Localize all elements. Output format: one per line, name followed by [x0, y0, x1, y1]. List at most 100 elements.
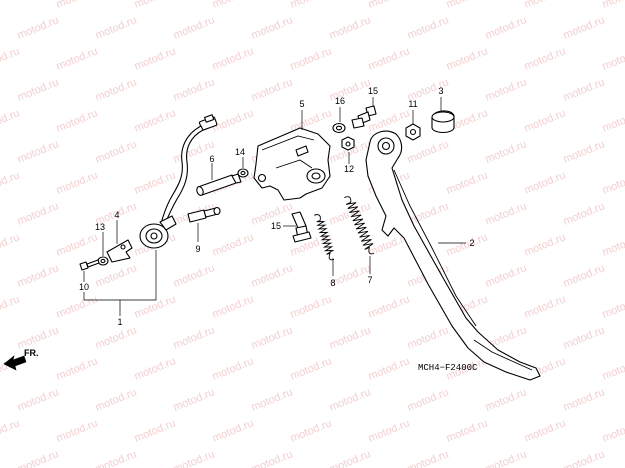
watermark-text: motod.ru	[250, 262, 295, 289]
watermark-text: motod.ru	[601, 231, 625, 258]
watermark-text: motod.ru	[250, 448, 295, 468]
watermark-text: motod.ru	[0, 45, 21, 72]
watermark-text: motod.ru	[16, 14, 61, 41]
watermark-text: motod.ru	[133, 355, 178, 382]
watermark-text: motod.ru	[211, 0, 256, 11]
watermark-text: motod.ru	[133, 293, 178, 320]
watermark-text: motod.ru	[367, 0, 412, 11]
watermark-text: motod.ru	[55, 107, 100, 134]
watermark-text: motod.ru	[94, 324, 139, 351]
watermark-text: motod.ru	[328, 448, 373, 468]
watermark-text: motod.ru	[55, 417, 100, 444]
callout-8: 8	[330, 278, 335, 288]
watermark-text: motod.ru	[484, 76, 529, 103]
watermark-text: motod.ru	[601, 107, 625, 134]
watermark-text: motod.ru	[55, 293, 100, 320]
watermark-text: motod.ru	[562, 262, 607, 289]
watermark-text: motod.ru	[562, 14, 607, 41]
watermark-text: motod.ru	[0, 0, 21, 11]
callout-15-bottom: 15	[271, 221, 281, 231]
watermark-text: motod.ru	[172, 448, 217, 468]
callout-4: 4	[114, 210, 119, 220]
watermark-text: motod.ru	[172, 262, 217, 289]
watermark-text: motod.ru	[328, 14, 373, 41]
watermark-text: motod.ru	[94, 76, 139, 103]
watermark-text: motod.ru	[562, 76, 607, 103]
watermark-text: motod.ru	[328, 200, 373, 227]
callout-16: 16	[335, 96, 345, 106]
watermark-text: motod.ru	[55, 169, 100, 196]
watermark-text: motod.ru	[367, 417, 412, 444]
watermark-text: motod.ru	[289, 417, 334, 444]
callout-11: 11	[408, 99, 417, 109]
watermark-text: motod.ru	[133, 169, 178, 196]
side-stand-bracket-5	[253, 127, 331, 201]
watermark-text: motod.ru	[484, 200, 529, 227]
callout-2: 2	[469, 238, 474, 248]
leader-lines	[83, 97, 466, 316]
watermark-text: motod.ru	[133, 0, 178, 11]
watermark-text: motod.ru	[211, 293, 256, 320]
watermark-text: motod.ru	[484, 448, 529, 468]
watermark-text: motod.ru	[94, 14, 139, 41]
watermark-text: motod.ru	[289, 355, 334, 382]
watermark-text: motod.ru	[484, 138, 529, 165]
watermark-text: motod.ru	[289, 45, 334, 72]
callout-9: 9	[195, 244, 200, 254]
watermark-text: motod.ru	[211, 45, 256, 72]
watermark-text: motod.ru	[16, 138, 61, 165]
watermark-text: motod.ru	[601, 293, 625, 320]
watermark-text: motod.ru	[445, 0, 490, 11]
watermark-text: motod.ru	[523, 0, 568, 11]
callout-3: 3	[438, 86, 443, 96]
watermark-text: motod.ru	[562, 448, 607, 468]
watermark-text: motod.ru	[55, 355, 100, 382]
watermark-text: motod.ru	[445, 417, 490, 444]
washer-16	[332, 122, 346, 134]
watermark-text: motod.ru	[55, 0, 100, 11]
side-stand-2	[365, 130, 541, 381]
nut-11	[405, 123, 421, 141]
watermark-text: motod.ru	[484, 386, 529, 413]
watermark-text: motod.ru	[445, 231, 490, 258]
bolt-15-top	[351, 105, 377, 129]
watermark-text: motod.ru	[250, 14, 295, 41]
watermark-text: motod.ru	[94, 138, 139, 165]
callout-1: 1	[117, 317, 122, 327]
watermark-text: motod.ru	[94, 386, 139, 413]
callout-14: 14	[235, 147, 245, 157]
front-direction-arrow-icon: FR.	[3, 348, 39, 371]
nut-12	[341, 136, 355, 151]
spring-7-coil	[344, 196, 375, 255]
callout-12: 12	[344, 164, 354, 174]
callout-6: 6	[209, 154, 214, 164]
side-stand-switch-assembly	[79, 114, 218, 271]
watermark-text: motod.ru	[328, 324, 373, 351]
watermark-text: motod.ru	[406, 448, 451, 468]
watermark-text: motod.ru	[94, 262, 139, 289]
watermark-text: motod.ru	[0, 231, 21, 258]
watermark-text: motod.ru	[250, 324, 295, 351]
watermark-text: motod.ru	[523, 107, 568, 134]
callout-15-top: 15	[368, 86, 378, 96]
watermark-text: motod.ru	[172, 14, 217, 41]
watermark-text: motod.ru	[601, 0, 625, 11]
watermark-text: motod.ru	[601, 169, 625, 196]
spring-8-coil	[314, 214, 335, 261]
watermark-text: motod.ru	[367, 45, 412, 72]
watermark-text: motod.ru	[0, 107, 21, 134]
watermark-text: motod.ru	[16, 76, 61, 103]
watermark-text: motod.ru	[484, 262, 529, 289]
watermark-text: motod.ru	[94, 448, 139, 468]
watermark-text: motod.ru	[406, 324, 451, 351]
watermark-text: motod.ru	[172, 324, 217, 351]
spring-8	[314, 214, 335, 261]
watermark-text: motod.ru	[289, 0, 334, 11]
watermark-text: motod.ru	[562, 138, 607, 165]
watermark-text: motod.ru	[172, 76, 217, 103]
callout-13: 13	[95, 222, 105, 232]
bolt-15-bottom	[291, 211, 312, 243]
watermark-text: motod.ru	[16, 386, 61, 413]
watermark-text: motod.ru	[16, 448, 61, 468]
